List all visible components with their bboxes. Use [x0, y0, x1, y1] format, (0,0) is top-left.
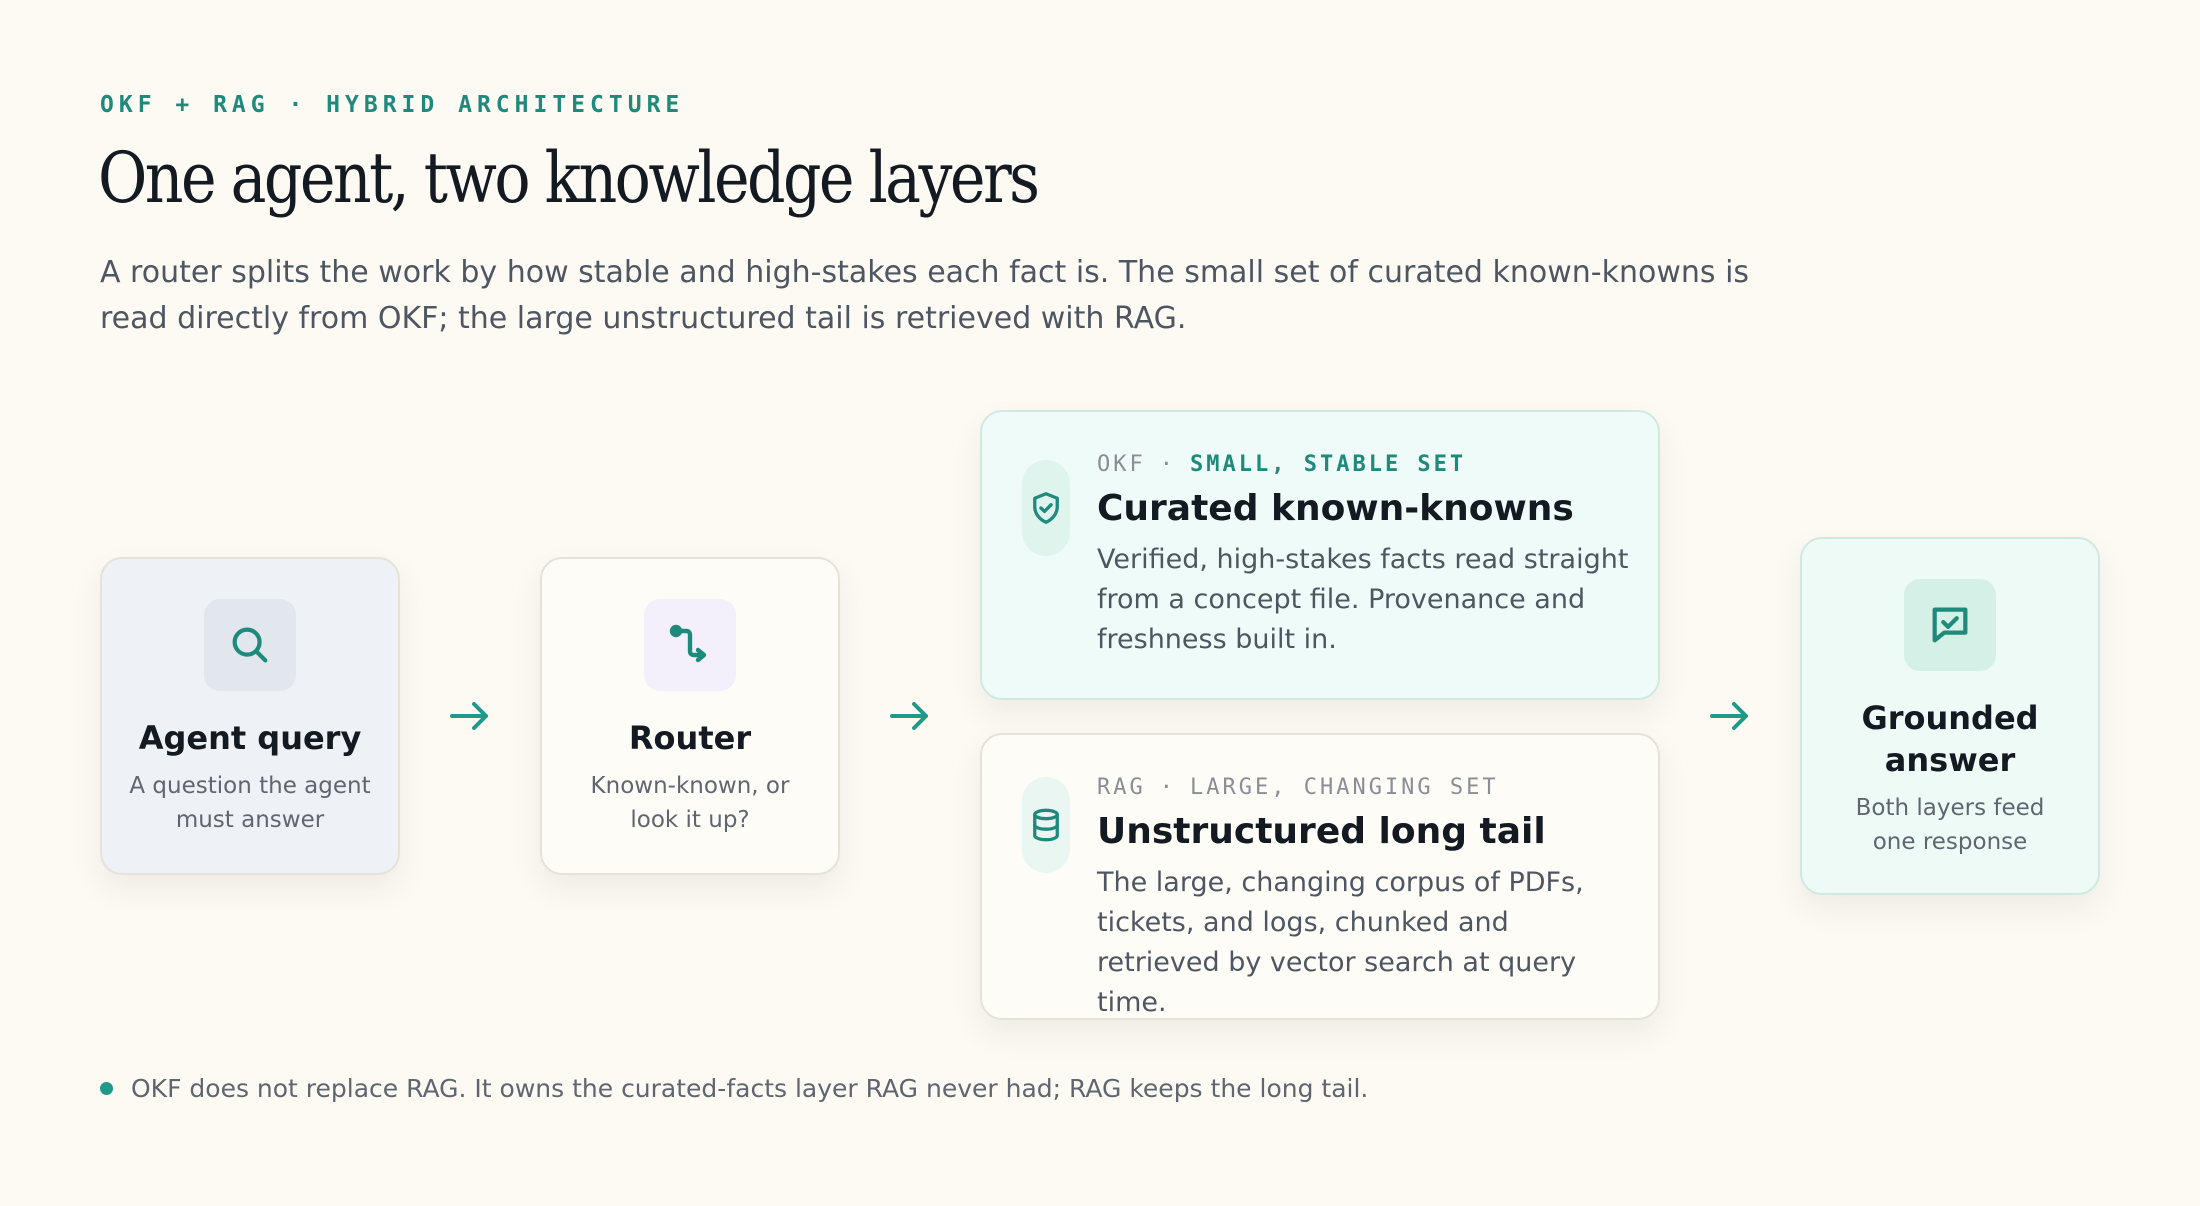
rag-tagline: RAG · LARGE, CHANGING SET: [1097, 773, 1637, 803]
rag-layer-label: RAG: [1097, 775, 1146, 800]
rag-kind-label: LARGE, CHANGING SET: [1190, 775, 1499, 800]
agent-query-node: Agent query A question the agent must an…: [100, 557, 400, 875]
bullet-dot: [100, 1082, 113, 1095]
shield-check-icon: [1022, 460, 1070, 556]
rag-title: Unstructured long tail: [1097, 811, 1546, 852]
grounded-answer-node: Grounded answer Both layers feed one res…: [1800, 537, 2100, 895]
page-title: One agent, two knowledge layers: [98, 137, 1040, 219]
eyebrow-label: OKF + RAG · HYBRID ARCHITECTURE: [100, 92, 685, 118]
grounded-answer-desc: Both layers feed one response: [1855, 795, 2045, 855]
arrow-right-icon: [890, 702, 928, 730]
footnote-text: OKF does not replace RAG. It owns the cu…: [131, 1074, 1369, 1103]
rag-separator: ·: [1159, 775, 1176, 800]
agent-query-title: Agent query: [138, 719, 362, 757]
router-title: Router: [628, 719, 752, 757]
page-subtitle: A router splits the work by how stable a…: [100, 255, 1750, 336]
router-desc: Known-known, or look it up?: [590, 773, 790, 833]
agent-query-desc: A question the agent must answer: [129, 773, 371, 833]
database-icon: [1022, 777, 1070, 873]
okf-tagline: OKF · SMALL, STABLE SET: [1097, 450, 1637, 480]
okf-kind-label: SMALL, STABLE SET: [1190, 452, 1467, 477]
grounded-answer-title: Grounded answer: [1861, 699, 2039, 779]
footnote: OKF does not replace RAG. It owns the cu…: [100, 1074, 1368, 1103]
message-check-icon: [1904, 579, 1996, 671]
router-node: Router Known-known, or look it up?: [540, 557, 840, 875]
route-icon: [644, 599, 736, 691]
arrow-right-icon: [450, 702, 488, 730]
okf-title: Curated known-knowns: [1097, 488, 1574, 529]
arrow-right-icon: [1710, 702, 1748, 730]
okf-desc: Verified, high-stakes facts read straigh…: [1097, 544, 1629, 655]
okf-separator: ·: [1159, 452, 1176, 477]
rag-layer-card: RAG · LARGE, CHANGING SET Unstructured lon…: [980, 733, 1660, 1020]
search-icon: [204, 599, 296, 691]
okf-layer-card: OKF · SMALL, STABLE SET Curated known-know…: [980, 410, 1660, 700]
rag-desc: The large, changing corpus of PDFs, tick…: [1097, 867, 1584, 1018]
okf-layer-label: OKF: [1097, 452, 1146, 477]
